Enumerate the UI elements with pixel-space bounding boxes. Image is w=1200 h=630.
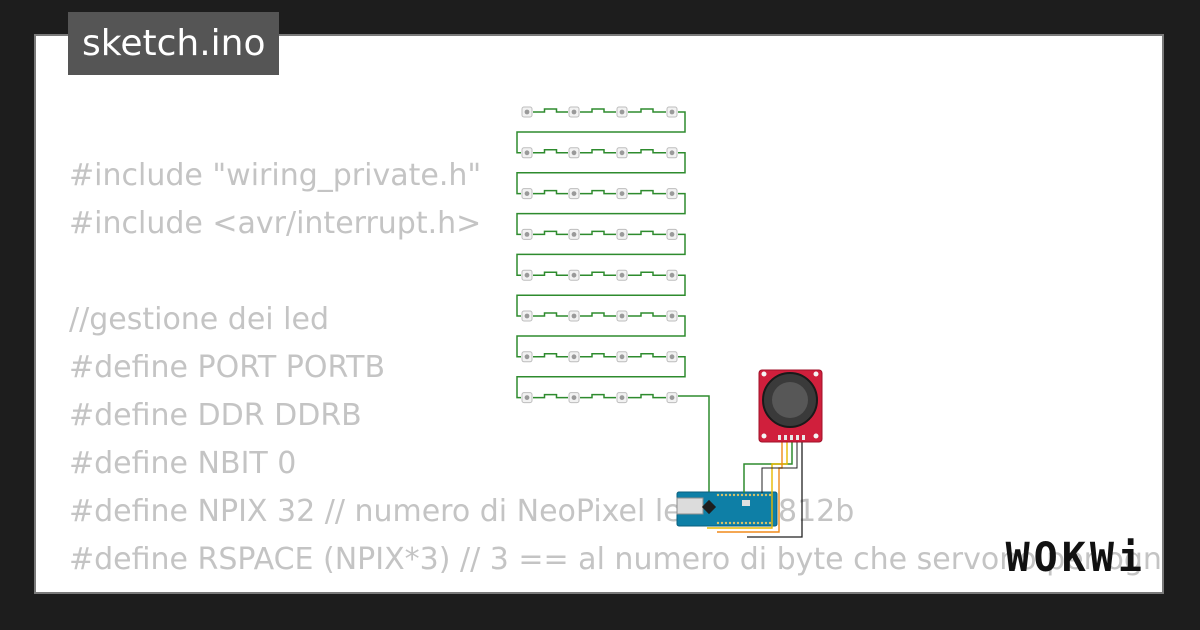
header-pin: [756, 521, 760, 525]
neopixel-led-dot: [619, 272, 625, 278]
header-pin: [764, 493, 768, 497]
preview-card: #include "wiring_private.h" #include <avr…: [34, 34, 1164, 594]
neopixel-led-dot: [524, 272, 530, 278]
header-pin: [720, 493, 724, 497]
header-pin: [764, 521, 768, 525]
neopixel-led-dot: [619, 109, 625, 115]
header-pin: [716, 493, 720, 497]
header-pin: [740, 493, 744, 497]
code-line: #define NBIT 0: [69, 446, 297, 481]
neopixel-led-dot: [524, 150, 530, 156]
header-pin: [724, 493, 728, 497]
neopixel-led-dot: [669, 191, 675, 197]
neopixel-led-dot: [669, 232, 675, 237]
neopixel-led-dot: [619, 232, 625, 237]
code-line: // ... individual pixel data (...) 96 ..…: [69, 584, 1162, 592]
neopixel-led-dot: [619, 395, 625, 400]
joystick-wire-yellow: [707, 442, 788, 529]
neopixel-led-dot: [524, 109, 530, 115]
code-line: #include "wiring_private.h": [69, 158, 482, 193]
header-pin: [768, 521, 772, 525]
header-pin: [740, 521, 744, 525]
code-line: #define PORT PORTB: [69, 350, 386, 385]
joystick-wire-black: [747, 442, 803, 538]
mounting-hole: [761, 433, 767, 439]
header-pin: [720, 521, 724, 525]
header-pin: [760, 521, 764, 525]
header-pin: [728, 521, 732, 525]
header-pin: [736, 521, 740, 525]
header-pin: [716, 521, 720, 525]
microcontroller-chip: [701, 499, 717, 515]
neopixel-led-dot: [619, 191, 625, 197]
header-pin: [744, 493, 748, 497]
header-pin: [724, 521, 728, 525]
joystick-pin: [778, 435, 781, 440]
neopixel-led-dot: [571, 150, 577, 156]
neopixel-led-dot: [669, 354, 675, 360]
header-pin: [744, 521, 748, 525]
neopixel-led-dot: [571, 354, 577, 360]
code-line: #define DDR DDRB: [69, 398, 362, 433]
mounting-hole: [813, 371, 819, 377]
joystick-wire-signal: [761, 442, 798, 493]
header-pin: [752, 493, 756, 497]
header-pin: [752, 521, 756, 525]
neopixel-led-dot: [571, 109, 577, 115]
code-line: #include <avr/interrupt.h>: [69, 206, 482, 241]
header-pin: [760, 493, 764, 497]
neopixel-led-dot: [524, 313, 530, 319]
header-pin: [756, 493, 760, 497]
mounting-hole: [813, 433, 819, 439]
joystick-pin: [802, 435, 805, 440]
neopixel-led-dot: [571, 272, 577, 278]
file-title: sketch.ino: [68, 12, 280, 75]
header-pin: [732, 493, 736, 497]
header-pin: [768, 493, 772, 497]
neopixel-led-dot: [669, 109, 675, 115]
neopixel-led-dot: [524, 395, 530, 400]
neopixel-led-dot: [571, 232, 577, 237]
neopixel-led-dot: [619, 354, 625, 360]
neopixel-led-dot: [571, 395, 577, 400]
mounting-hole: [761, 371, 767, 377]
neopixel-led-dot: [524, 354, 530, 360]
joystick-pin: [784, 435, 787, 440]
usb-connector: [676, 497, 704, 515]
joystick-pin: [790, 435, 793, 440]
neopixel-led-dot: [669, 313, 675, 319]
neopixel-led-dot: [571, 313, 577, 319]
wokwi-logo: WOKWi: [1005, 535, 1146, 581]
neopixel-led-dot: [524, 191, 530, 197]
circuit-diagram[interactable]: [36, 36, 1164, 594]
header-pin: [728, 493, 732, 497]
header-pin: [732, 521, 736, 525]
header-pin: [748, 493, 752, 497]
joystick-pin: [796, 435, 799, 440]
neopixel-led-dot: [571, 191, 577, 197]
reset-button: [742, 500, 750, 506]
header-pin: [748, 521, 752, 525]
header-pin: [736, 493, 740, 497]
neopixel-led-dot: [619, 313, 625, 319]
led-chain-wire: [516, 108, 686, 399]
code-line: //gestione dei led: [69, 302, 330, 337]
code-editor[interactable]: #include "wiring_private.h" #include <avr…: [69, 152, 1164, 592]
code-line: #define RSPACE (NPIX*3) // 3 == al numer…: [69, 542, 1164, 577]
neopixel-led-dot: [524, 232, 530, 237]
neopixel-led-dot: [619, 150, 625, 156]
neopixel-led-dot: [669, 395, 675, 400]
neopixel-led-dot: [669, 272, 675, 278]
neopixel-led-dot: [669, 150, 675, 156]
joystick-wire-green: [743, 442, 793, 493]
joystick-knob-top: [772, 382, 808, 418]
data-wire: [678, 395, 710, 494]
